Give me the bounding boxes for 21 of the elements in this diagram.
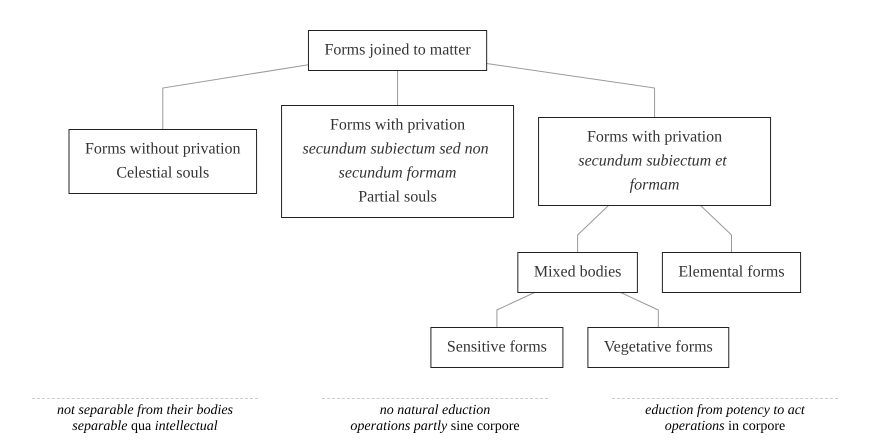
connector	[577, 205, 610, 253]
connector	[486, 63, 656, 118]
annotation-text: operations in corpore	[664, 419, 786, 435]
connector	[162, 64, 310, 130]
annotation-text: eduction from potency to act	[645, 403, 805, 419]
connector	[397, 70, 398, 106]
connector	[620, 292, 660, 328]
annotation-text: not separable from their bodies	[56, 403, 234, 419]
annotation-text: operations partly sine corpore	[350, 419, 520, 435]
connector	[496, 292, 536, 328]
node-box: Sensitive forms	[430, 327, 564, 368]
node-box: Mixed bodies	[518, 252, 638, 293]
annotation-text: separable qua intellectual	[72, 419, 218, 435]
node-box: Forms without privation Celestial souls	[68, 129, 258, 194]
annotation-text: no natural eduction	[380, 403, 490, 419]
node-box: Forms joined to matter	[308, 30, 488, 71]
connector	[700, 205, 732, 253]
node-box: Elemental forms	[662, 252, 802, 293]
node-box: Vegetative forms	[588, 327, 730, 368]
node-box: Forms with privation secundum subiectum et formam	[538, 117, 772, 206]
node-box: Forms with privation secundum subiectum sed non secundum formam Partial souls	[281, 105, 514, 218]
